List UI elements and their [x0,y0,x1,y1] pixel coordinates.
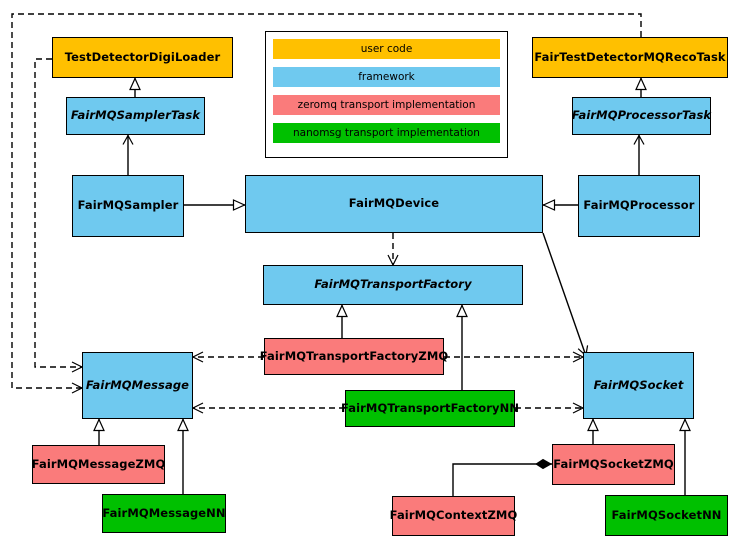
class-box-fairmqsocketnn[interactable]: FairMQSocketNN [605,495,728,536]
legend-item-user-code: user code [273,39,500,59]
class-box-fairmqsocket[interactable]: FairMQSocket [583,352,694,419]
class-box-fairmqdevice[interactable]: FairMQDevice [245,175,543,233]
legend-item-framework: framework [273,67,500,87]
class-box-fairtestdetectormqrecotask[interactable]: FairTestDetectorMQRecoTask [532,37,728,78]
legend-item-zeromq: zeromq transport implementation [273,95,500,115]
class-box-fairmqprocessor[interactable]: FairMQProcessor [578,175,700,237]
legend: user code framework zeromq transport imp… [265,31,508,158]
class-box-fairmqsocketzmq[interactable]: FairMQSocketZMQ [552,444,675,485]
class-box-fairmqprocessortask[interactable]: FairMQProcessorTask [572,97,711,135]
class-box-fairmqsampler[interactable]: FairMQSampler [72,175,184,237]
class-box-fairmqtransportfactorynn[interactable]: FairMQTransportFactoryNN [341,390,519,427]
class-box-testdetectordigiloader[interactable]: TestDetectorDigiLoader [52,37,233,78]
class-box-fairmqmessage[interactable]: FairMQMessage [82,352,193,419]
edge-contextzmq-to-socketzmq [452,458,553,496]
class-box-fairmqcontextzmq[interactable]: FairMQContextZMQ [390,496,517,536]
class-box-fairmqmessagenn[interactable]: FairMQMessageNN [102,494,226,533]
class-box-fairmqtransportfactoryzmq[interactable]: FairMQTransportFactoryZMQ [260,338,448,375]
class-box-fairmqsamplertask[interactable]: FairMQSamplerTask [66,97,205,135]
class-box-fairmqmessagezmq[interactable]: FairMQMessageZMQ [32,445,165,484]
edge-device-to-socket [542,232,589,357]
class-box-fairmqtransportfactory[interactable]: FairMQTransportFactory [263,265,523,305]
legend-item-nanomsg: nanomsg transport implementation [273,123,500,143]
